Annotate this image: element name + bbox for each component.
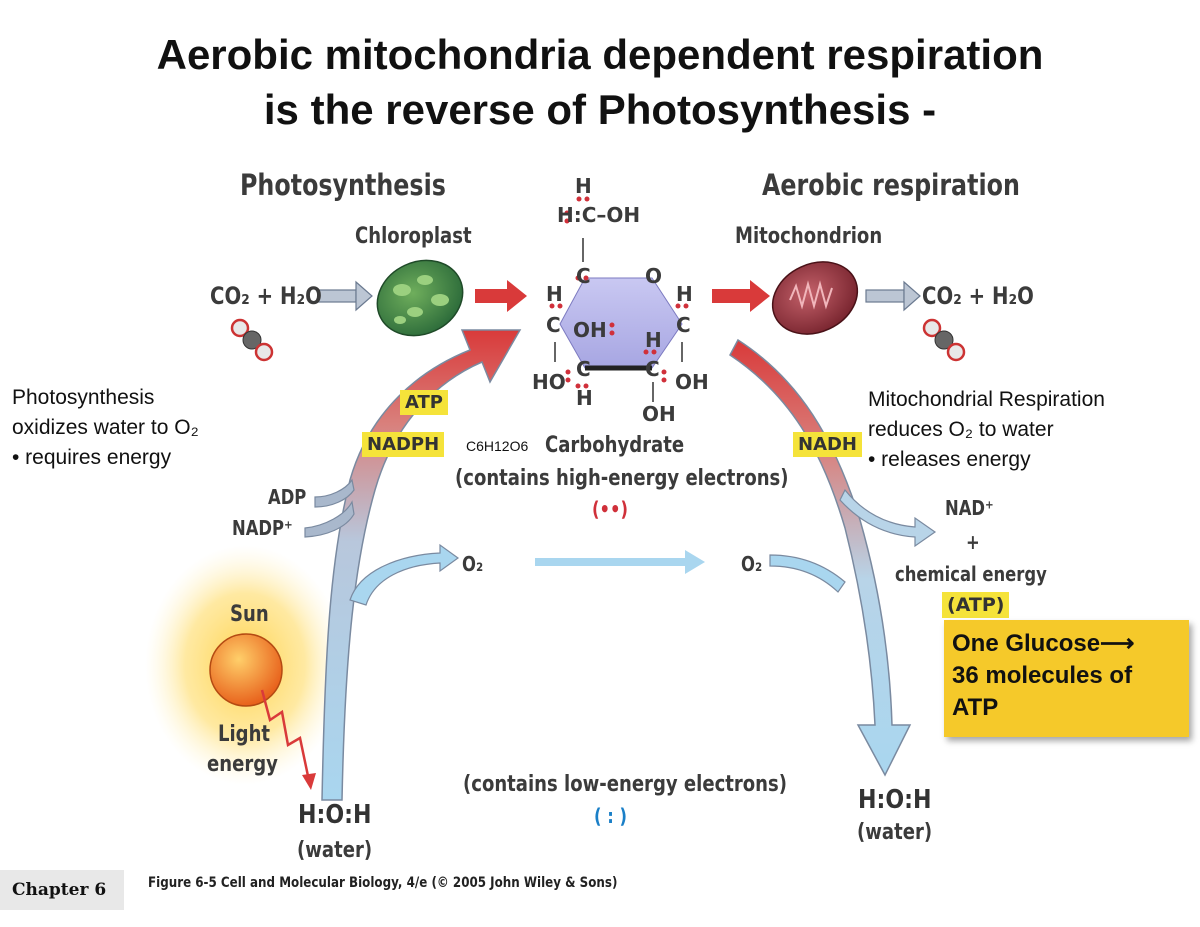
mitochondrion-label: Mitochondrion xyxy=(735,224,883,249)
glucose-atom: H xyxy=(575,174,592,198)
formula-label: C6H12O6 xyxy=(466,438,529,454)
atp-tag: ATP xyxy=(400,390,449,415)
o2-branch-left xyxy=(349,543,460,606)
o2-middle-arrow xyxy=(535,558,685,566)
o2-right-label: O₂ xyxy=(741,552,763,576)
light-arrowhead xyxy=(302,773,316,790)
left-note-line-3: • requires energy xyxy=(12,446,172,469)
sun-ball xyxy=(209,633,283,707)
right-note: Mitochondrial Respiration reduces O₂ to … xyxy=(868,385,1105,475)
low-energy-label: (contains low-energy electrons) xyxy=(463,772,788,797)
light-energy-label-2: energy xyxy=(207,752,278,777)
aerobic-respiration-header: Aerobic respiration xyxy=(762,168,1020,202)
sun-label: Sun xyxy=(230,602,269,627)
glucose-atom: C xyxy=(546,313,561,337)
chloroplast-shape xyxy=(376,259,464,337)
glucose-atom: H xyxy=(546,282,563,306)
nadph-tag: NADPH xyxy=(362,432,445,457)
mitochondrion-shape xyxy=(771,261,859,335)
nad-label: NAD⁺ xyxy=(945,496,994,520)
water-right: H:O:H xyxy=(858,785,932,815)
atp-paren-tag: (ATP) xyxy=(942,592,1010,618)
high-energy-symbol: (••) xyxy=(592,497,628,521)
nad-branch xyxy=(839,488,937,548)
glucose-atom: C xyxy=(645,357,660,381)
photosynthesis-header: Photosynthesis xyxy=(240,168,446,202)
chapter-label-box: Chapter 6 xyxy=(0,870,124,910)
o2-left-label: O₂ xyxy=(462,552,484,576)
left-note: Photosynthesis oxidizes water to O₂ • re… xyxy=(12,383,199,473)
glucose-atom: HO xyxy=(532,370,566,394)
nadp-label: NADP⁺ xyxy=(232,516,293,540)
glucose-atom: C xyxy=(676,313,691,337)
light-energy-label-1: Light xyxy=(218,722,271,747)
glucose-atp-box: One Glucose⟶ 36 molecules of ATP xyxy=(944,620,1189,737)
glucose-atom: H:C–OH xyxy=(557,203,641,227)
glucose-box-line-3: ATP xyxy=(952,694,999,721)
title-line-1: Aerobic mitochondria dependent respirati… xyxy=(156,31,1044,78)
glucose-atom: O xyxy=(645,264,663,288)
reactants-left: CO₂ + H₂O xyxy=(210,282,322,310)
glucose-box-line-2: 36 molecules of xyxy=(952,662,1133,689)
right-note-line-3: • releases energy xyxy=(868,448,1031,471)
chapter-label: Chapter 6 xyxy=(12,880,107,900)
products-right: CO₂ + H₂O xyxy=(922,282,1034,310)
co2-molecule-right xyxy=(922,318,966,362)
plus-sign: + xyxy=(966,530,980,554)
high-energy-label: (contains high-energy electrons) xyxy=(455,466,789,491)
chemical-energy-label: chemical energy xyxy=(895,562,1047,586)
glucose-atom: H xyxy=(576,386,593,410)
co2-molecule-left xyxy=(230,318,274,362)
left-note-line-2: oxidizes water to O₂ xyxy=(12,416,199,439)
right-note-line-2: reduces O₂ to water xyxy=(868,418,1054,441)
light-zigzag xyxy=(260,689,310,777)
chloroplast-label: Chloroplast xyxy=(355,224,472,249)
glucose-atom: C xyxy=(576,357,591,381)
right-note-line-1: Mitochondrial Respiration xyxy=(868,388,1105,411)
carbohydrate-label: Carbohydrate xyxy=(545,433,685,458)
glucose-atom: OH xyxy=(675,370,709,394)
water-left-label: (water) xyxy=(297,838,373,863)
water-left: H:O:H xyxy=(298,800,372,830)
left-note-line-1: Photosynthesis xyxy=(12,386,155,409)
glucose-atom: OH xyxy=(573,318,607,342)
glucose-atom: H xyxy=(645,328,662,352)
nadh-tag: NADH xyxy=(793,432,863,457)
glucose-atom: H xyxy=(676,282,693,306)
glucose-box-line-1: One Glucose⟶ xyxy=(952,630,1135,657)
figure-caption: Figure 6-5 Cell and Molecular Biology, 4… xyxy=(148,875,618,891)
title-line-2: is the reverse of Photosynthesis - xyxy=(263,86,937,133)
glucose-atom: OH xyxy=(642,402,676,426)
adp-label: ADP xyxy=(268,485,307,509)
low-energy-symbol: ( : ) xyxy=(594,804,627,828)
glucose-atom: C xyxy=(576,264,591,288)
water-right-label: (water) xyxy=(857,820,933,845)
